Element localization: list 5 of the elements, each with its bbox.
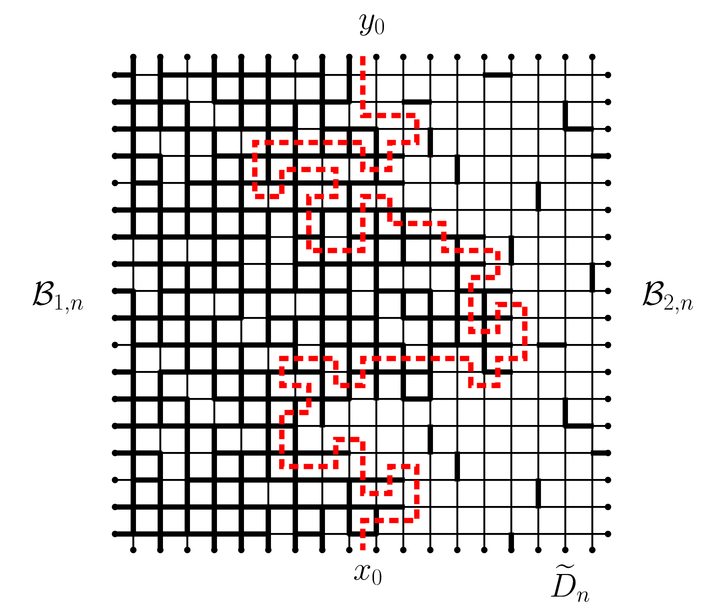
region-label: $\mathcal{B}_{2,n}$: [642, 281, 694, 314]
region-label: $\mathcal{B}_{1,n}$: [32, 281, 84, 314]
point-label: $y_0$: [359, 14, 384, 36]
domain-label: $\widetilde{D}_n$: [551, 564, 590, 602]
point-label: $x_0$: [354, 565, 382, 585]
